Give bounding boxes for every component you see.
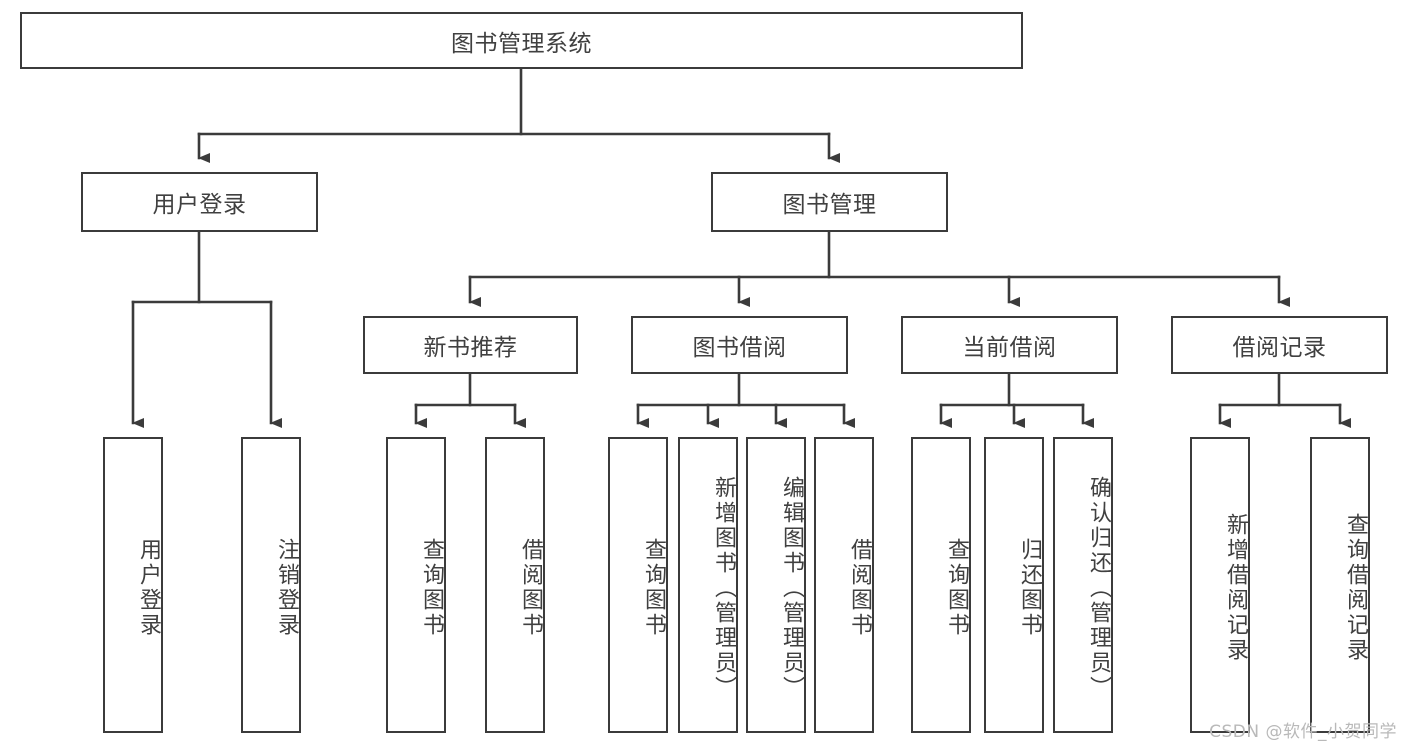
node-user-login[interactable]: 用户登录: [81, 172, 318, 232]
leaf-node[interactable]: 借阅图书: [814, 437, 874, 733]
leaf-node[interactable]: 确认归还（管理员）: [1053, 437, 1113, 733]
leaf-label: 查询借阅记录: [1343, 513, 1368, 663]
node-label: 图书管理: [782, 192, 877, 218]
leaf-node[interactable]: 查询图书: [386, 437, 446, 733]
leaf-node[interactable]: 查询借阅记录: [1310, 437, 1370, 733]
leaf-node[interactable]: 归还图书: [984, 437, 1044, 733]
leaf-node[interactable]: 查询图书: [911, 437, 971, 733]
leaf-node[interactable]: 编辑图书（管理员）: [746, 437, 806, 733]
watermark: CSDN @软件_小贺同学: [1209, 722, 1397, 742]
leaf-label: 新增图书（管理员）: [711, 475, 736, 701]
node-borrow-records[interactable]: 借阅记录: [1171, 316, 1388, 374]
leaf-label: 查询图书: [944, 538, 969, 638]
leaf-node[interactable]: 查询图书: [608, 437, 668, 733]
leaf-node[interactable]: 借阅图书: [485, 437, 545, 733]
node-new-book-recommend[interactable]: 新书推荐: [363, 316, 578, 374]
node-label: 用户登录: [152, 192, 247, 218]
leaf-label: 借阅图书: [847, 538, 872, 638]
node-label: 借阅记录: [1232, 335, 1327, 361]
leaf-node[interactable]: 注销登录: [241, 437, 301, 733]
node-label: 当前借阅: [962, 335, 1057, 361]
leaf-label: 编辑图书（管理员）: [779, 475, 804, 701]
leaf-node[interactable]: 用户登录: [103, 437, 163, 733]
leaf-label: 注销登录: [274, 538, 299, 638]
leaf-label: 查询图书: [641, 538, 666, 638]
node-book-management[interactable]: 图书管理: [711, 172, 948, 232]
node-label: 新书推荐: [423, 335, 518, 361]
leaf-label: 查询图书: [419, 538, 444, 638]
node-root-system[interactable]: 图书管理系统: [20, 12, 1023, 69]
leaf-label: 归还图书: [1017, 538, 1042, 638]
node-label: 图书借阅: [692, 335, 787, 361]
leaf-label: 用户登录: [136, 538, 161, 638]
node-book-borrow[interactable]: 图书借阅: [631, 316, 848, 374]
leaf-label: 新增借阅记录: [1223, 513, 1248, 663]
leaf-label: 确认归还（管理员）: [1086, 475, 1111, 701]
leaf-node[interactable]: 新增借阅记录: [1190, 437, 1250, 733]
leaf-node[interactable]: 新增图书（管理员）: [678, 437, 738, 733]
node-root-label: 图书管理系统: [451, 30, 592, 57]
leaf-label: 借阅图书: [518, 538, 543, 638]
node-current-borrow[interactable]: 当前借阅: [901, 316, 1118, 374]
